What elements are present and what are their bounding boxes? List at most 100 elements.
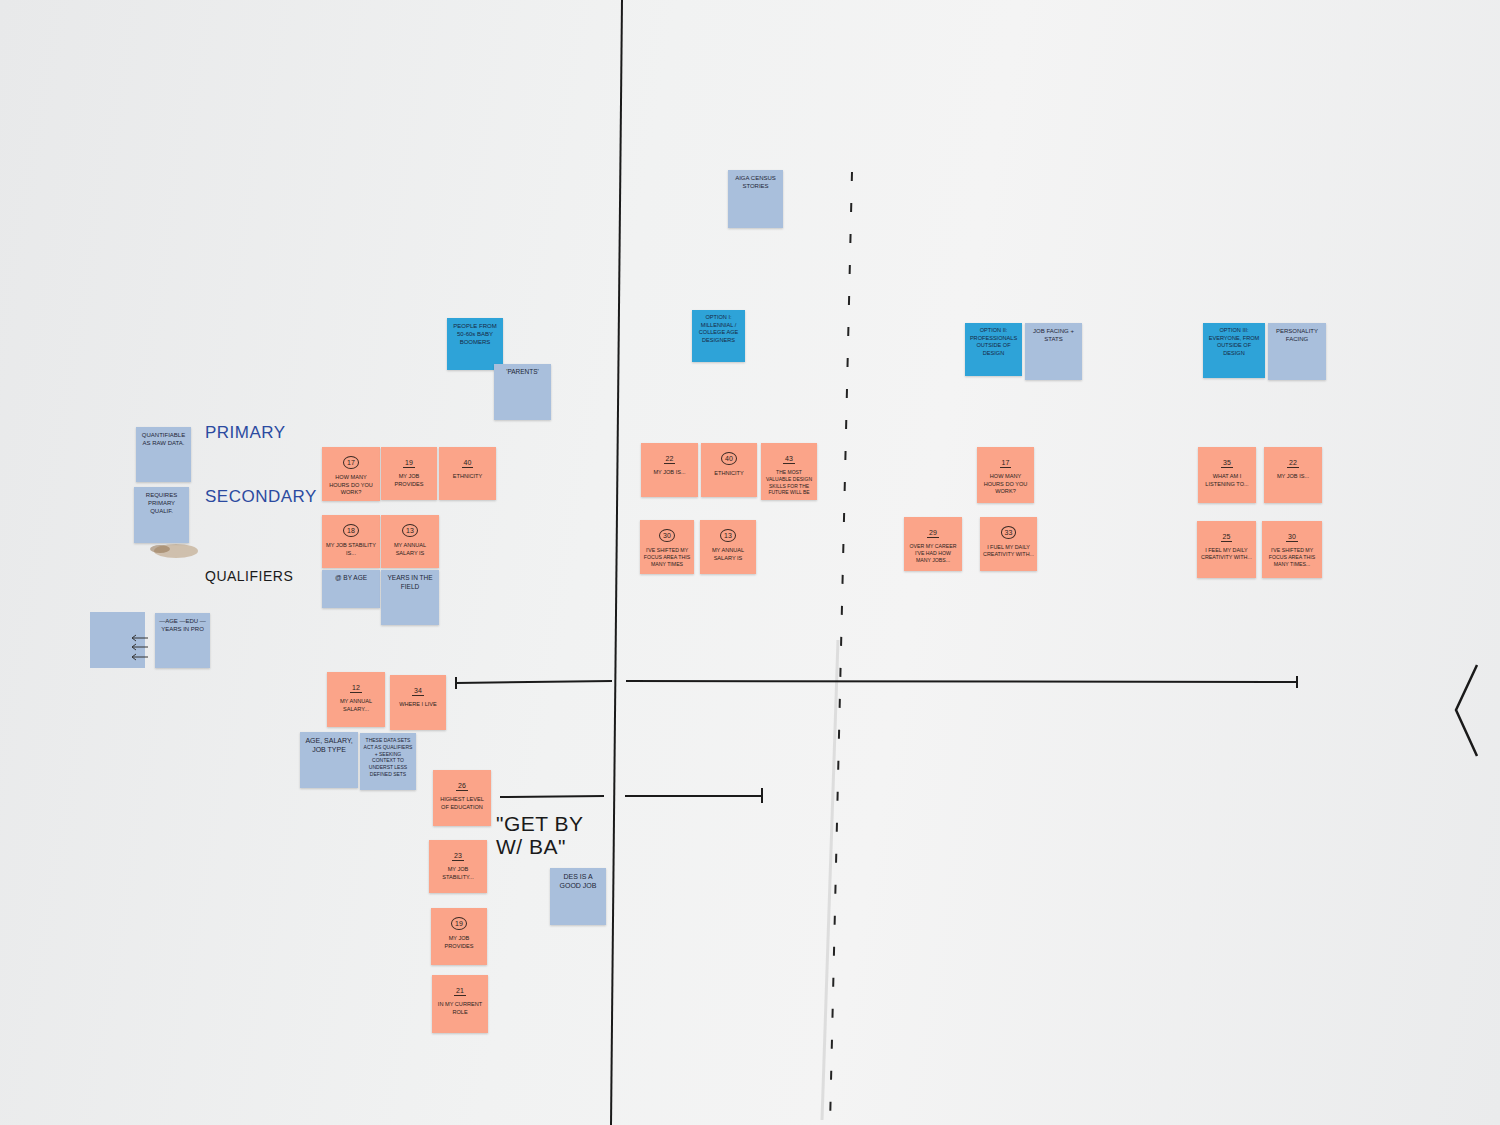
note-text: HIGHEST LEVEL OF EDUCATION [436,796,488,811]
number-row: 12 [330,676,382,698]
sticky-note: 21 IN MY CURRENT ROLE [432,975,488,1033]
note-text: MY JOB PROVIDES [434,935,484,950]
question-number: 17 [1000,458,1012,468]
note-text: THESE DATA SETS ACT AS QUALIFIERS + SEEK… [363,737,413,778]
note-text: DES IS A GOOD JOB [553,872,603,891]
number-row: 19 [434,912,484,935]
note-text: MY ANNUAL SALARY... [330,698,382,713]
sticky-note: —AGE —EDU —YEARS IN PRO [155,613,210,668]
sticky-note: 34WHERE I LIVE [390,675,446,730]
sticky-note: 18MY JOB STABILITY IS... [322,515,380,568]
number-row: 21 [435,979,485,1001]
sticky-note: 43THE MOST VALUABLE DESIGN SKILLS FOR TH… [761,443,817,500]
sticky-note: 19 MY JOB PROVIDES [431,908,487,965]
note-text: I'VE SHIFTED MY FOCUS AREA THIS MANY TIM… [643,547,691,568]
note-text: AIGA CENSUS STORIES [731,174,780,190]
note-text: WHERE I LIVE [393,701,443,709]
question-number: 30 [1286,532,1298,542]
question-number: 13 [720,529,736,542]
number-row: 35 [1201,451,1253,473]
number-row: 17 [980,451,1031,473]
note-text: @ BY AGE [325,574,377,583]
number-row: 30 [643,524,691,547]
number-row: 22 [1267,451,1319,473]
question-number: 23 [452,851,464,861]
sticky-note: 17HOW MANY HOURS DO YOU WORK? [977,447,1034,503]
number-row: 40 [704,447,754,470]
row-label: PRIMARY [205,424,325,443]
number-row: 33 [983,521,1034,544]
question-number: 21 [454,986,466,996]
question-number: 40 [721,452,737,465]
note-text: MY JOB IS... [644,469,695,477]
sticky-note: 29OVER MY CAREER I'VE HAD HOW MANY JOBS.… [904,517,962,571]
sticky-note: 40ETHNICITY [701,443,757,497]
sticky-note: 'PARENTS' [494,364,551,420]
question-number: 35 [1221,458,1233,468]
sticky-note: JOB FACING + STATS [1025,323,1082,380]
question-number: 22 [664,454,676,464]
sticky-note: DES IS A GOOD JOB [550,868,606,925]
sticky-note: OPTION III: EVERYONE, FROM OUTSIDE OF DE… [1203,323,1265,378]
sticky-note: REQUIRES PRIMARY QUALIF. [134,487,189,543]
dashed-divider [830,172,852,1125]
question-number: 19 [403,458,415,468]
note-text: 'PARENTS' [497,368,548,377]
handwritten-note: "GET BY W/ BA" [496,812,604,858]
question-number: 26 [456,781,468,791]
sticky-note: 17HOW MANY HOURS DO YOU WORK? [322,447,380,501]
blank-sticky-note [90,612,145,668]
note-text: MY JOB IS... [1267,473,1319,481]
note-text: HOW MANY HOURS DO YOU WORK? [325,474,377,497]
note-text: MY JOB STABILITY... [432,866,484,881]
sticky-note: THESE DATA SETS ACT AS QUALIFIERS + SEEK… [360,733,416,790]
note-text: OPTION II: PROFESSIONALS OUTSIDE OF DESI… [968,327,1019,357]
note-text: OVER MY CAREER I'VE HAD HOW MANY JOBS... [907,543,959,564]
question-number: 43 [783,454,795,464]
number-row: 23 [432,844,484,866]
board-seam [611,0,622,1125]
note-text: ETHNICITY [442,473,493,481]
number-row: 13 [703,524,753,547]
stain [150,545,170,553]
sticky-note: 26HIGHEST LEVEL OF EDUCATION [433,770,491,826]
sticky-note: 40ETHNICITY [439,447,496,500]
number-row: 19 [384,451,434,473]
number-row: 25 [1200,525,1253,547]
sticky-note: PEOPLE FROM 50-60s BABY BOOMERS [447,318,503,370]
sticky-note: PERSONALITY FACING [1268,323,1326,380]
note-text: OPTION III: EVERYONE, FROM OUTSIDE OF DE… [1206,327,1262,357]
question-number: 12 [350,683,362,693]
sticky-note: AIGA CENSUS STORIES [728,170,783,228]
number-row: 26 [436,774,488,796]
question-number: 40 [462,458,474,468]
sticky-note: YEARS IN THE FIELD [381,570,439,625]
number-row: 18 [325,519,377,542]
note-text: MY JOB STABILITY IS... [325,542,377,557]
row-label: SECONDARY [205,488,325,507]
number-row: 17 [325,451,377,474]
note-text: I FEEL MY DAILY CREATIVITY WITH... [1200,547,1253,562]
sticky-note: OPTION I: MILLENNIAL / COLLEGE AGE DESIG… [692,310,745,362]
sticky-note: 22MY JOB IS... [1264,447,1322,503]
note-text: MY ANNUAL SALARY IS [703,547,753,562]
note-text: JOB FACING + STATS [1028,327,1079,343]
question-number: 29 [927,528,939,538]
number-row: 29 [907,521,959,543]
question-number: 19 [451,917,467,930]
note-text: OPTION I: MILLENNIAL / COLLEGE AGE DESIG… [695,314,742,344]
question-number: 17 [343,456,359,469]
note-text: I'VE SHIFTED MY FOCUS AREA THIS MANY TIM… [1265,547,1319,568]
note-text: IN MY CURRENT ROLE [435,1001,485,1016]
smudge [822,640,838,1120]
note-text: AGE, SALARY, JOB TYPE [303,736,355,755]
sticky-note: OPTION II: PROFESSIONALS OUTSIDE OF DESI… [965,323,1022,376]
sticky-note: @ BY AGE [322,570,380,608]
number-row: 22 [644,447,695,469]
note-text: QUANTIFIABLE AS RAW DATA. [139,431,188,447]
note-text: HOW MANY HOURS DO YOU WORK? [980,473,1031,496]
sticky-note: 35WHAT AM I LISTENING TO... [1198,447,1256,503]
sticky-note: AGE, SALARY, JOB TYPE [300,732,358,788]
sticky-note: 12 MY ANNUAL SALARY... [327,672,385,727]
